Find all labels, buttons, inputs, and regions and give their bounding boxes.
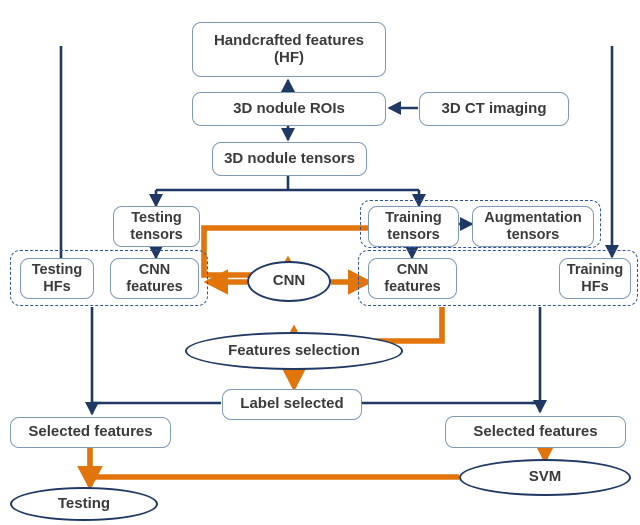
node-cnn[interactable]: CNN: [247, 261, 331, 302]
node-testing-tensors-line1: Testing: [131, 210, 182, 227]
node-label-selected[interactable]: Label selected: [222, 389, 362, 420]
node-testing-hfs-line2: HFs: [43, 278, 71, 295]
node-cnn-features-training-line1: CNN: [396, 262, 429, 279]
node-selected-features-left[interactable]: Selected features: [10, 417, 171, 448]
node-nodule-rois-label: 3D nodule ROIs: [233, 99, 345, 117]
node-training-hfs-line1: Training: [566, 262, 624, 279]
edge-label-to-selected-left: [84, 401, 221, 416]
node-testing[interactable]: Testing: [10, 487, 158, 521]
node-training-tensors[interactable]: Training tensors: [368, 206, 459, 247]
edge-testing-hfs-down: [90, 307, 101, 405]
edge-hf-to-testing-hfs: [59, 46, 76, 279]
node-testing-hfs-line1: Testing: [31, 262, 83, 279]
node-augmentation-tensors[interactable]: Augmentation tensors: [472, 206, 594, 247]
node-testing-tensors-line2: tensors: [130, 226, 183, 243]
node-training-tensors-line2: tensors: [387, 226, 440, 243]
node-cnn-features-training-line2: features: [384, 278, 441, 295]
node-selected-features-right[interactable]: Selected features: [445, 416, 626, 448]
node-training-hfs[interactable]: Training HFs: [559, 258, 631, 299]
node-cnn-features-training[interactable]: CNN features: [368, 258, 457, 299]
node-selected-features-right-label: Selected features: [473, 422, 598, 440]
node-ct-imaging[interactable]: 3D CT imaging: [419, 92, 569, 126]
group-training-tensors: [360, 200, 601, 248]
edge-label-to-selected-right: [362, 400, 548, 414]
node-features-selection[interactable]: Features selection: [185, 332, 403, 370]
node-selected-features-left-label: Selected features: [28, 423, 153, 441]
node-features-selection-label: Features selection: [228, 341, 360, 359]
node-augmentation-tensors-line1: Augmentation: [484, 210, 582, 227]
node-testing-hfs[interactable]: Testing HFs: [20, 258, 94, 299]
node-testing-label: Testing: [57, 494, 111, 512]
node-cnn-features-testing-line1: CNN: [138, 262, 171, 279]
node-svm-label: SVM: [528, 468, 562, 486]
node-label-selected-label: Label selected: [240, 395, 344, 413]
node-training-hfs-line2: HFs: [581, 278, 609, 295]
edge-training-hfs-down: [531, 307, 542, 405]
node-handcrafted-features-line2: (HF): [274, 48, 304, 66]
node-ct-imaging-label: 3D CT imaging: [441, 99, 547, 117]
node-cnn-features-testing[interactable]: CNN features: [110, 258, 199, 299]
node-nodule-tensors-label: 3D nodule tensors: [224, 149, 355, 167]
node-nodule-tensors[interactable]: 3D nodule tensors: [212, 142, 367, 176]
node-cnn-features-testing-line2: features: [126, 278, 183, 295]
node-testing-tensors[interactable]: Testing tensors: [113, 206, 200, 247]
node-augmentation-tensors-line2: tensors: [506, 226, 560, 243]
node-training-tensors-line1: Training: [385, 210, 442, 227]
node-handcrafted-features-line1: Handcrafted features: [213, 31, 365, 49]
node-handcrafted-features[interactable]: Handcrafted features (HF): [192, 22, 386, 77]
node-cnn-label: CNN: [272, 272, 306, 290]
node-nodule-rois[interactable]: 3D nodule ROIs: [192, 92, 386, 126]
node-svm[interactable]: SVM: [459, 459, 631, 496]
